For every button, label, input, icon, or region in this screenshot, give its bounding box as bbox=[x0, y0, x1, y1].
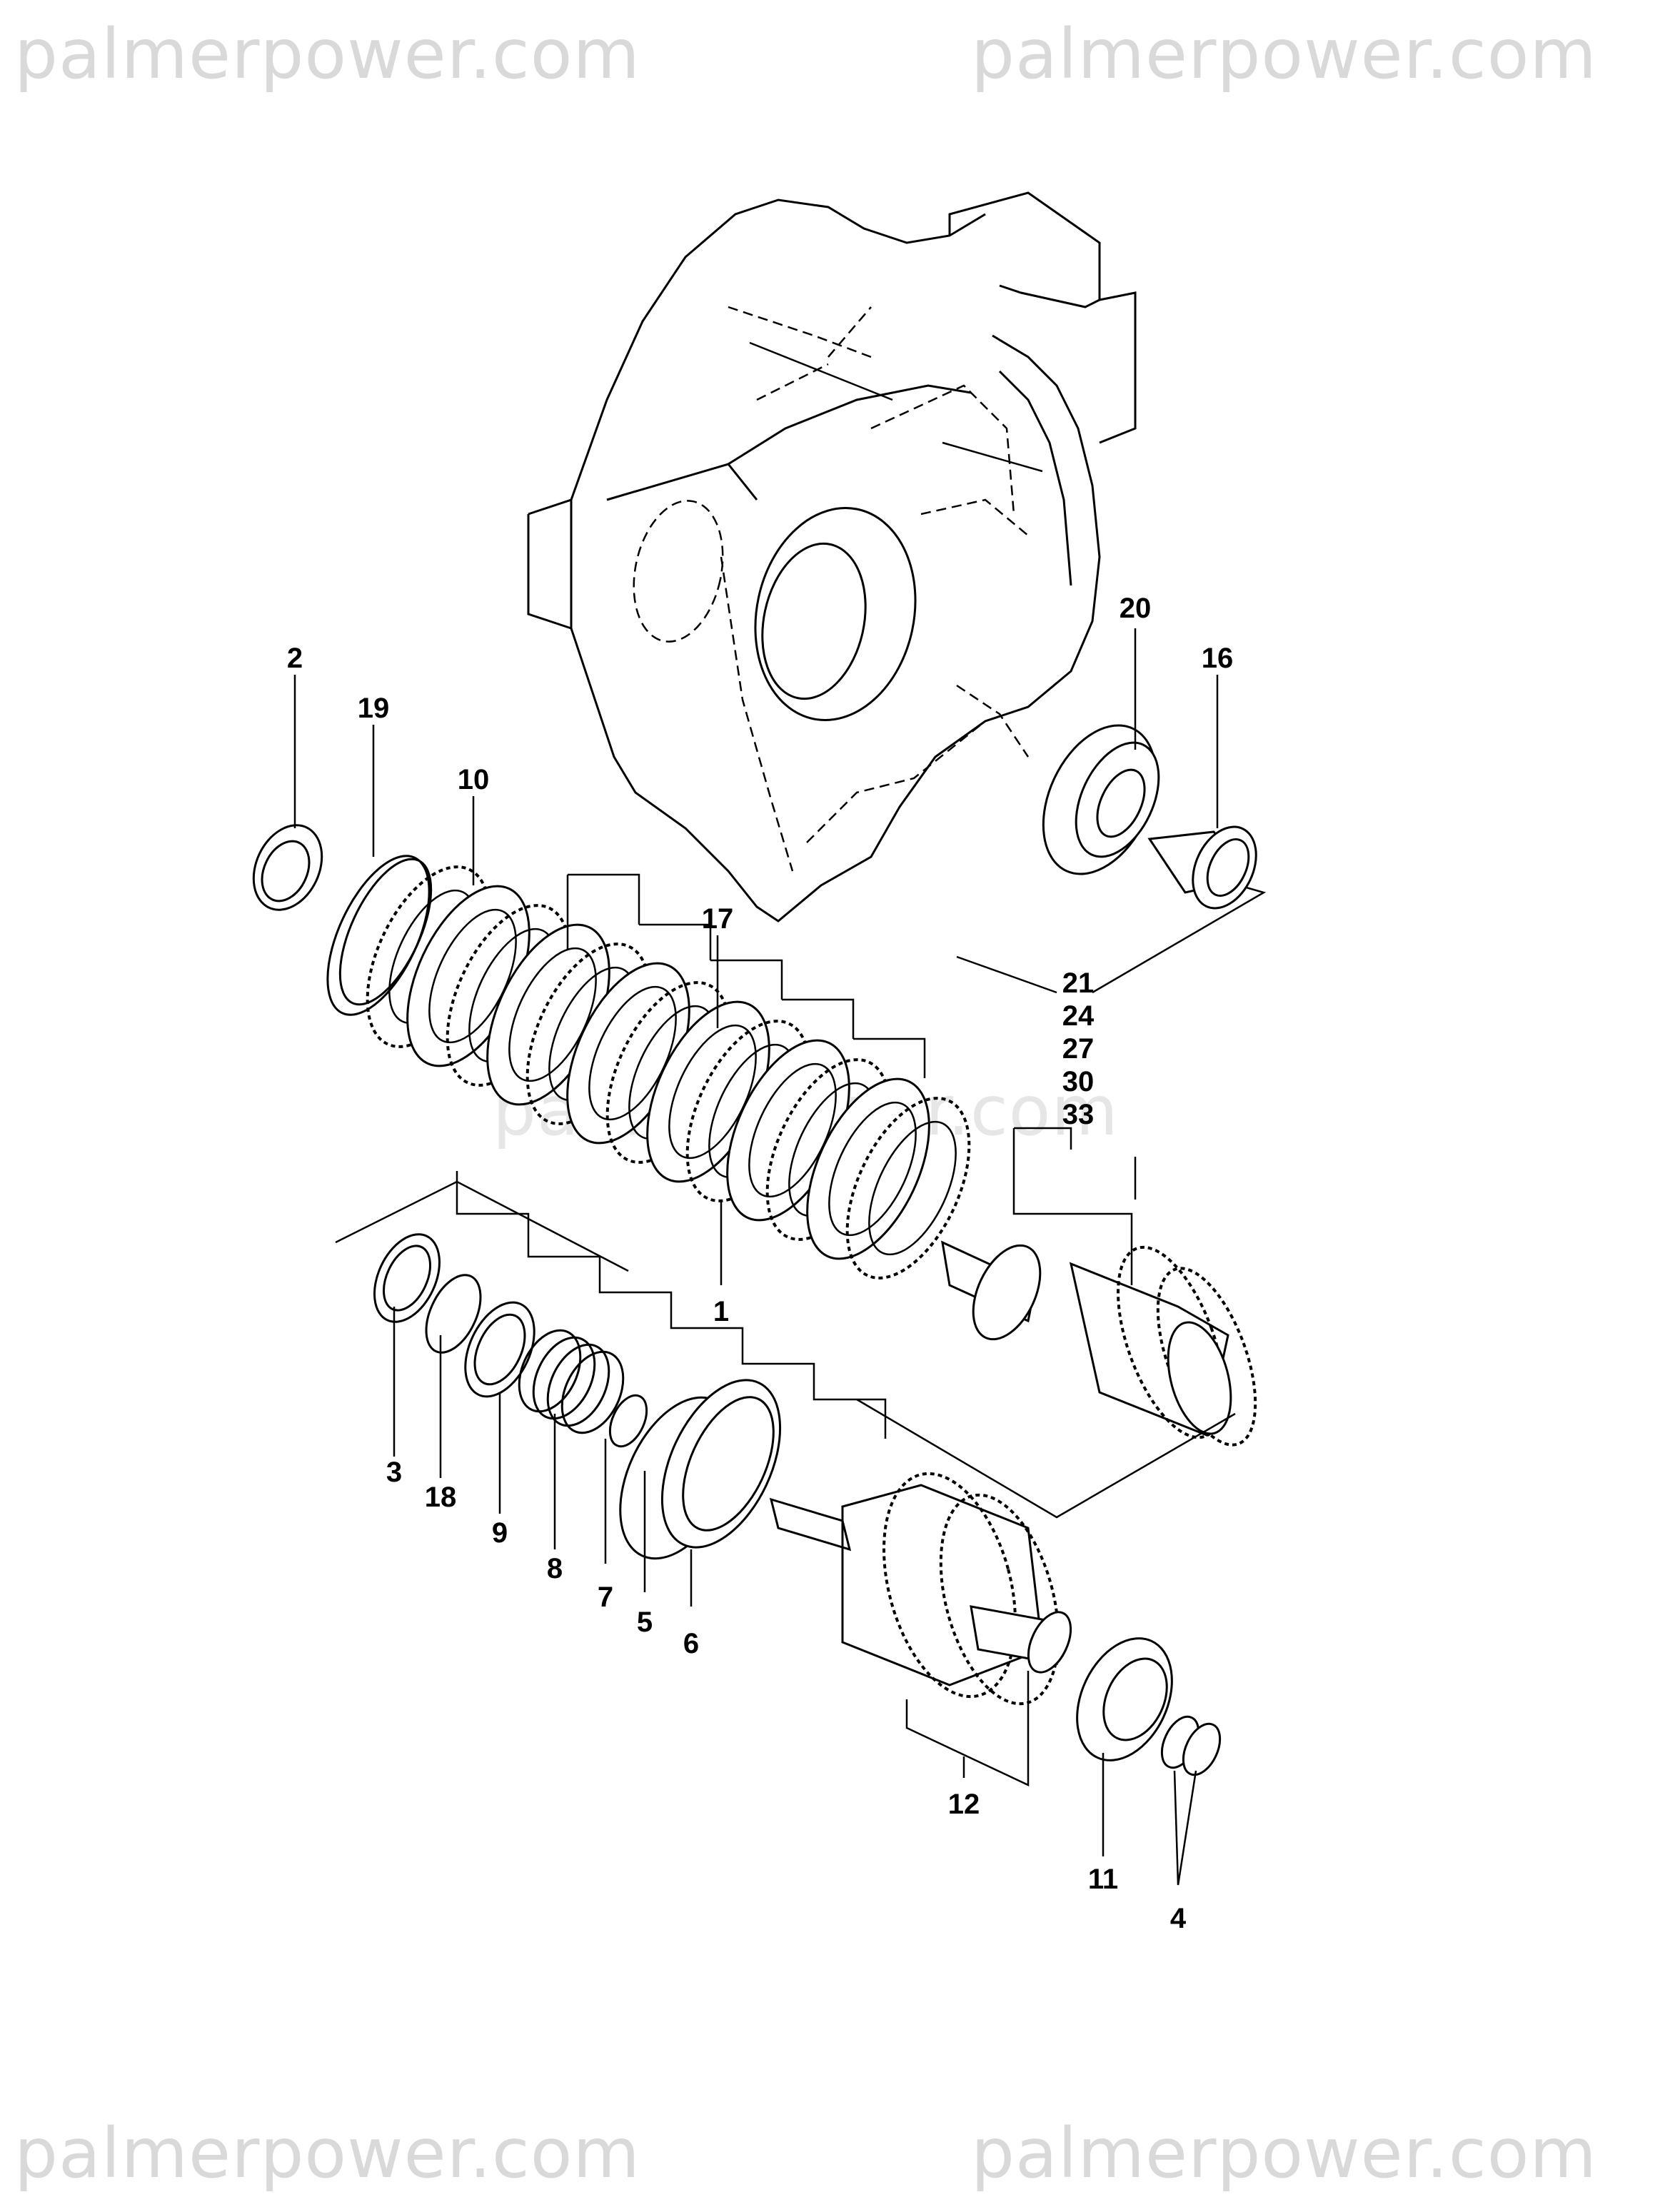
part-2-oil-seal bbox=[252, 675, 323, 911]
callout-19: 19 bbox=[358, 693, 390, 724]
callout-30: 30 bbox=[1062, 1066, 1095, 1097]
callout-16: 16 bbox=[1202, 643, 1234, 674]
clutch-plate-bore bbox=[868, 1120, 957, 1256]
callout-33: 33 bbox=[1062, 1099, 1095, 1130]
callout-27: 27 bbox=[1062, 1033, 1095, 1065]
callout-5: 5 bbox=[637, 1607, 653, 1638]
part-11-bearing bbox=[1076, 1637, 1173, 1856]
lower-group bbox=[335, 1180, 782, 1607]
callout-9: 9 bbox=[492, 1517, 508, 1549]
callout-3: 3 bbox=[386, 1457, 402, 1488]
part-12-gear-drum bbox=[769, 1398, 1236, 1786]
callout-17: 17 bbox=[702, 903, 734, 935]
watermark-top-left: palmerpower.com bbox=[14, 14, 640, 94]
callout-1: 1 bbox=[713, 1296, 729, 1327]
callout-labels: 2 19 10 17 1 20 16 21 24 27 30 33 3 18 9… bbox=[287, 593, 1233, 1934]
bracket-17-1 bbox=[456, 873, 926, 1439]
clutch-plate bbox=[845, 1097, 971, 1280]
clutch-pack bbox=[366, 796, 971, 1280]
callout-6: 6 bbox=[683, 1628, 699, 1659]
callout-4: 4 bbox=[1170, 1903, 1187, 1934]
part-20-bearing bbox=[1042, 628, 1160, 875]
bracket-21-33 bbox=[956, 877, 1267, 1285]
callout-8: 8 bbox=[547, 1553, 563, 1584]
watermark-top-right: palmerpower.com bbox=[971, 14, 1597, 94]
part-19-snap-ring bbox=[326, 725, 433, 1016]
watermark-bottom-left: palmerpower.com bbox=[14, 2113, 640, 2193]
part-clutch-hub bbox=[941, 1240, 1257, 1447]
part-4-rings bbox=[1160, 1715, 1222, 1886]
clutch-plate bbox=[806, 1077, 930, 1260]
part-16-bushing bbox=[1147, 675, 1257, 910]
watermark-bottom-right: palmerpower.com bbox=[971, 2113, 1597, 2193]
callout-7: 7 bbox=[598, 1582, 613, 1613]
callout-2: 2 bbox=[287, 643, 303, 674]
callout-21: 21 bbox=[1062, 967, 1095, 999]
housing-outline bbox=[527, 191, 1137, 922]
clutch-plate-bore bbox=[828, 1101, 917, 1237]
callout-10: 10 bbox=[458, 764, 490, 795]
callout-18: 18 bbox=[425, 1482, 457, 1513]
callout-24: 24 bbox=[1062, 1000, 1095, 1032]
callout-11: 11 bbox=[1088, 1864, 1118, 1895]
callout-12: 12 bbox=[948, 1789, 980, 1820]
callout-20: 20 bbox=[1120, 593, 1152, 624]
